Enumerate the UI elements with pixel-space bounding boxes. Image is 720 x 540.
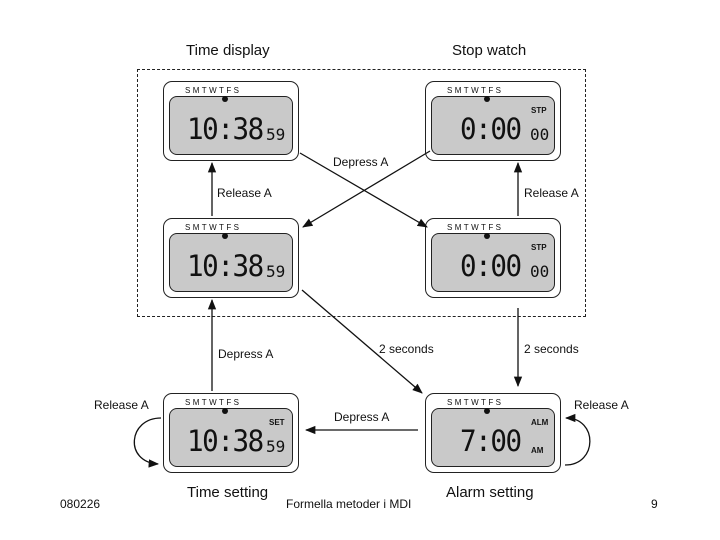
label-release-a-loop-right: Release A (574, 398, 629, 412)
watch-time-display-bottom: SMTWTFS 10:38 59 (163, 218, 299, 298)
lcd-time: 10:38 (187, 424, 264, 458)
lcd-screen: 10:38 59 (169, 96, 293, 155)
heading-stop-watch: Stop watch (452, 42, 527, 59)
weekday-letters: SMTWTFS (185, 398, 242, 407)
watch-time-setting: SMTWTFS SET 10:38 59 (163, 393, 299, 473)
lcd-time: 0:00 (460, 112, 522, 146)
day-indicator-dot (222, 96, 228, 102)
weekday-letters: SMTWTFS (185, 223, 242, 232)
lcd-screen: 10:38 59 (169, 233, 293, 292)
day-indicator-dot (222, 233, 228, 239)
arrow-loop-right (564, 413, 591, 466)
day-indicator-dot (484, 408, 490, 414)
mode-indicator: STP (531, 243, 547, 252)
mode-indicator: STP (531, 106, 547, 115)
lcd-time: 7:00 (460, 424, 522, 458)
lcd-time: 0:00 (460, 249, 522, 283)
lcd-screen: STP 0:00 00 (431, 233, 555, 292)
label-depress-a-cross: Depress A (333, 155, 389, 169)
day-indicator-dot (484, 96, 490, 102)
footer-page-number: 9 (651, 497, 658, 511)
watch-stop-watch-top: SMTWTFS STP 0:00 00 (425, 81, 561, 161)
arrow-two-seconds-diag (301, 289, 423, 394)
weekday-letters: SMTWTFS (447, 223, 504, 232)
watch-time-display-top: SMTWTFS 10:38 59 (163, 81, 299, 161)
weekday-letters: SMTWTFS (447, 86, 504, 95)
label-release-a-right: Release A (524, 186, 579, 200)
label-depress-a-up: Depress A (218, 347, 274, 361)
weekday-letters: SMTWTFS (185, 86, 242, 95)
label-release-a-left: Release A (217, 186, 272, 200)
label-two-seconds-right: 2 seconds (524, 342, 579, 356)
lcd-screen: SET 10:38 59 (169, 408, 293, 467)
arrow-cross-down-right (299, 152, 428, 228)
heading-time-setting: Time setting (187, 484, 269, 501)
lcd-hundredths: 00 (530, 125, 550, 144)
heading-time-display: Time display (186, 42, 270, 59)
lcd-screen: STP 0:00 00 (431, 96, 555, 155)
label-release-a-loop-left: Release A (94, 398, 149, 412)
watch-alarm-setting: SMTWTFS ALM 7:00 AM (425, 393, 561, 473)
arrow-cross-down-left (302, 150, 431, 228)
arrow-loop-left (133, 417, 162, 468)
lcd-seconds: 59 (266, 262, 286, 281)
label-two-seconds-diag: 2 seconds (379, 342, 434, 356)
mode-indicator: SET (269, 418, 285, 427)
weekday-letters: SMTWTFS (447, 398, 504, 407)
mode-group-box (137, 69, 586, 317)
watch-stop-watch-bottom: SMTWTFS STP 0:00 00 (425, 218, 561, 298)
lcd-seconds: 59 (266, 437, 286, 456)
footer-title: Formella metoder i MDI (286, 497, 412, 511)
heading-alarm-setting: Alarm setting (446, 484, 534, 501)
day-indicator-dot (222, 408, 228, 414)
lcd-time: 10:38 (187, 112, 264, 146)
label-depress-a-bottom: Depress A (334, 410, 390, 424)
am-indicator: AM (531, 446, 544, 455)
footer-date: 080226 (60, 497, 101, 511)
lcd-seconds: 59 (266, 125, 286, 144)
lcd-screen: ALM 7:00 AM (431, 408, 555, 467)
mode-indicator: ALM (531, 418, 549, 427)
lcd-hundredths: 00 (530, 262, 550, 281)
day-indicator-dot (484, 233, 490, 239)
lcd-time: 10:38 (187, 249, 264, 283)
